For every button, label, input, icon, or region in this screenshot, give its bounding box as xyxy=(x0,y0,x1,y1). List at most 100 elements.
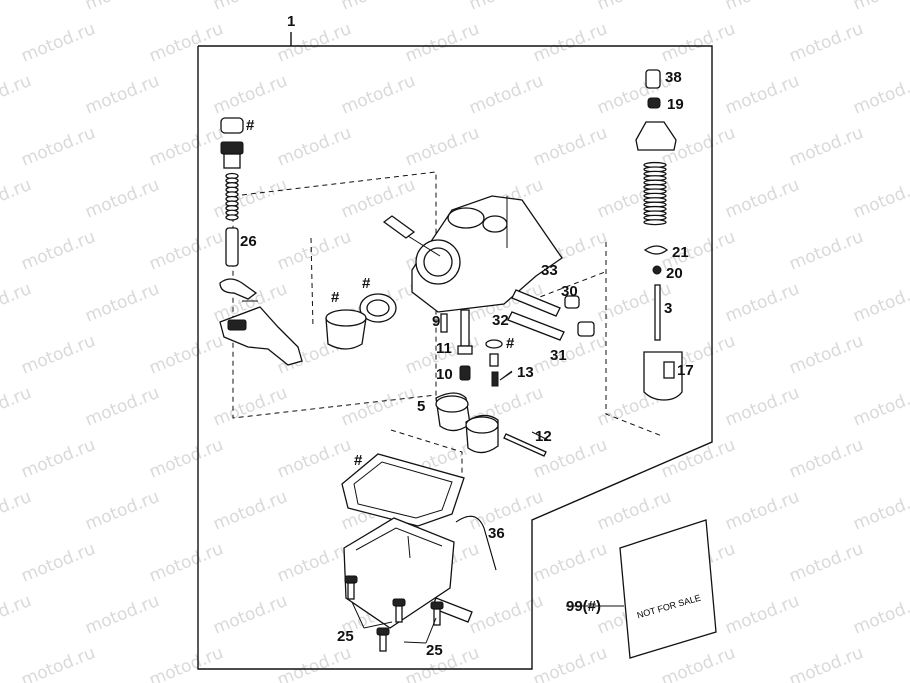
watermark-text: motod.ru xyxy=(850,487,910,535)
watermark-text: motod.ru xyxy=(594,279,674,327)
screw-head xyxy=(430,601,444,610)
watermark-text: motod.ru xyxy=(722,71,802,119)
watermark-text: motod.ru xyxy=(786,331,866,379)
watermark-text: motod.ru xyxy=(850,279,910,327)
watermark-text: motod.ru xyxy=(850,71,910,119)
choke-spring-coil xyxy=(225,214,239,221)
watermark-text: motod.ru xyxy=(18,227,98,275)
watermark-text: motod.ru xyxy=(18,331,98,379)
watermark-text: motod.ru xyxy=(0,175,34,223)
watermark-text: motod.ru xyxy=(82,383,162,431)
callout-hash-top: # xyxy=(246,117,255,134)
callout-p30: 30 xyxy=(561,283,578,300)
watermark-text: motod.ru xyxy=(82,71,162,119)
watermark-text: motod.ru xyxy=(402,123,482,171)
watermark-text: motod.ru xyxy=(210,591,290,639)
callout-p9: 9 xyxy=(432,313,440,330)
watermark-text: motod.ru xyxy=(146,435,226,483)
watermark-text: motod.ru xyxy=(18,643,98,683)
screw-shank xyxy=(379,634,387,652)
watermark-text: motod.ru xyxy=(82,487,162,535)
watermark-text: motod.ru xyxy=(786,19,866,67)
watermark-text: motod.ru xyxy=(786,539,866,587)
watermark-text: motod.ru xyxy=(722,0,802,15)
watermark-text: motod.ru xyxy=(274,539,354,587)
leader-lines xyxy=(242,300,549,644)
watermark-text: motod.ru xyxy=(18,539,98,587)
callout-kit: 1 xyxy=(287,13,295,30)
watermark-text: motod.ru xyxy=(0,591,34,639)
watermark-text: motod.ru xyxy=(530,19,610,67)
slide-spring-coil xyxy=(643,219,667,226)
gasket-kit-bag: NOT FOR SALE xyxy=(566,519,717,659)
watermark-text: motod.ru xyxy=(0,71,34,119)
watermark-text: motod.ru xyxy=(530,539,610,587)
watermark-text: motod.ru xyxy=(0,279,34,327)
watermark-text: motod.ru xyxy=(146,539,226,587)
callout-p33: 33 xyxy=(541,262,558,279)
watermark-text: motod.ru xyxy=(146,227,226,275)
watermark-text: motod.ru xyxy=(338,0,418,15)
assembly-frame xyxy=(197,32,713,670)
callout-p36: 36 xyxy=(488,525,505,542)
callout-hash-ring-l: # xyxy=(331,289,340,306)
watermark-text: motod.ru xyxy=(466,71,546,119)
small-parts xyxy=(325,289,595,457)
watermark-text: motod.ru xyxy=(786,435,866,483)
watermark-text: motod.ru xyxy=(530,123,610,171)
callout-p26: 26 xyxy=(240,233,257,250)
watermark-text: motod.ru xyxy=(274,435,354,483)
watermark-text: motod.ru xyxy=(786,227,866,275)
group-boundaries xyxy=(232,171,663,478)
callout-hash-ring-r: # xyxy=(362,275,371,292)
callout-p25b: 25 xyxy=(426,642,443,659)
watermark-text: motod.ru xyxy=(274,123,354,171)
watermark-text: motod.ru xyxy=(210,0,290,15)
watermark-text: motod.ru xyxy=(0,487,34,535)
choke-plunger-assembly xyxy=(219,117,303,366)
watermark-text: motod.ru xyxy=(850,383,910,431)
callout-p32: 32 xyxy=(492,312,509,329)
watermark-text: motod.ru xyxy=(722,175,802,223)
callout-p19: 19 xyxy=(667,96,684,113)
watermark-text: motod.ru xyxy=(658,435,738,483)
watermark-text: motod.ru xyxy=(146,331,226,379)
screw-shank xyxy=(433,608,441,626)
callout-p99: 99(#) xyxy=(566,598,601,615)
watermark-text: motod.ru xyxy=(82,0,162,15)
callout-p21: 21 xyxy=(672,244,689,261)
float-bowl-assembly xyxy=(341,453,497,629)
watermark-text: motod.ru xyxy=(338,71,418,119)
callout-p20: 20 xyxy=(666,265,683,282)
watermark-text: motod.ru xyxy=(594,0,674,15)
watermark-text: motod.ru xyxy=(210,175,290,223)
watermark-text: motod.ru xyxy=(850,591,910,639)
watermark-text: motod.ru xyxy=(594,487,674,535)
callout-p38: 38 xyxy=(665,69,682,86)
watermark-text: motod.ru xyxy=(786,123,866,171)
callout-p17: 17 xyxy=(677,362,694,379)
callout-p10: 10 xyxy=(436,366,453,383)
watermark-text: motod.ru xyxy=(18,19,98,67)
bowl-screws xyxy=(344,575,444,652)
watermark-text: motod.ru xyxy=(146,123,226,171)
watermark-text: motod.ru xyxy=(338,383,418,431)
watermark-text: motod.ru xyxy=(146,643,226,683)
watermark-text: motod.ru xyxy=(82,279,162,327)
watermark-text: motod.ru xyxy=(274,227,354,275)
watermark-text: motod.ru xyxy=(658,19,738,67)
screw-head xyxy=(344,575,358,584)
watermark-text: motod.ru xyxy=(0,383,34,431)
watermark-text: motod.ru xyxy=(210,71,290,119)
callout-hash-gasket: # xyxy=(354,452,363,469)
callout-p13: 13 xyxy=(517,364,534,381)
watermark-text: motod.ru xyxy=(658,643,738,683)
watermark-text: motod.ru xyxy=(210,487,290,535)
watermark-text: motod.ru xyxy=(466,591,546,639)
screw-shank xyxy=(395,605,403,623)
watermark-text: motod.ru xyxy=(82,591,162,639)
watermark-text: motod.ru xyxy=(274,643,354,683)
